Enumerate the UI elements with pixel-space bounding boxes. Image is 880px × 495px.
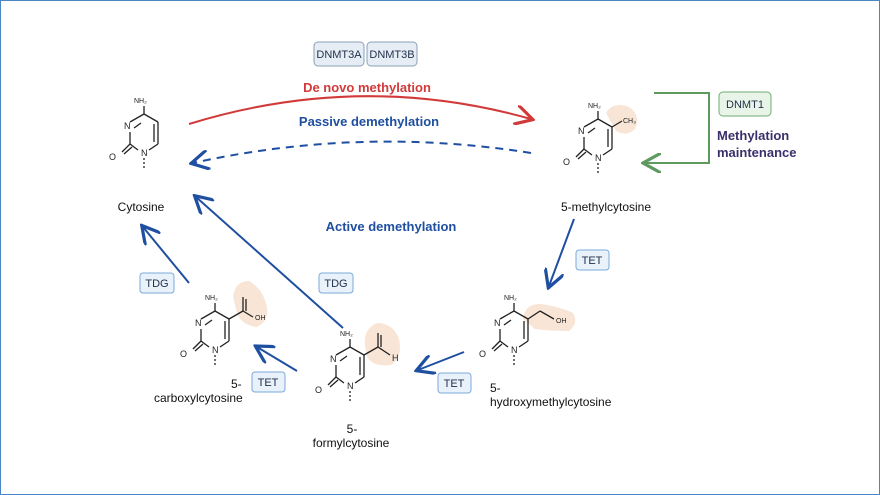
oxygen-label: O [479, 349, 486, 359]
tet-label-1: TET [582, 255, 603, 267]
hydroxymethyl-highlight [523, 303, 576, 331]
methyl-label: CH₃ [623, 118, 636, 125]
tdg-badge-1: TDG [139, 272, 175, 294]
formylcytosine-label-line1: 5- [347, 422, 358, 436]
tdg-arrow-from-cac [143, 227, 190, 284]
passive-demethylation-label: Passive demethylation [299, 114, 439, 129]
oxygen-label: O [109, 152, 116, 162]
methylcytosine-label: 5-methylcytosine [561, 200, 651, 214]
tet-badge-2: TET [437, 372, 472, 394]
n1-label: N [141, 148, 148, 158]
carboxylcytosine-label-line2: carboxylcytosine [154, 391, 243, 405]
n3-label: N [330, 354, 337, 364]
de-novo-methylation-label: De novo methylation [303, 80, 431, 95]
cytosine-label: Cytosine [118, 200, 165, 214]
amine-label: NH₂ [504, 295, 517, 302]
active-demethylation-label: Active demethylation [326, 219, 457, 234]
n1-label: N [347, 381, 354, 391]
dnmt1-badge: DNMT1 [718, 91, 772, 117]
tet-arrow-to-fc [418, 351, 465, 370]
hydroxymethylcytosine-label-line2: hydroxymethylcytosine [490, 395, 612, 409]
oxygen-label: O [315, 385, 322, 395]
n3-label: N [195, 318, 202, 328]
n3-label: N [494, 318, 501, 328]
carboxylcytosine-label-line1: 5- [231, 377, 242, 391]
carboxylcytosine-structure: NH₂ OH N N O [180, 295, 266, 367]
maintenance-arrow [645, 92, 710, 163]
hydroxymethylcytosine-structure: NH₂ OH N N O [479, 295, 567, 367]
cytosine-structure: NH₂ N N O [109, 98, 159, 170]
de-novo-arrow [188, 95, 531, 124]
dnmt3b-badge: DNMT3B [366, 41, 418, 67]
maintenance-label-line2: maintenance [717, 145, 796, 160]
dnmt3a-label: DNMT3A [316, 49, 362, 61]
tdg-label-1: TDG [145, 278, 168, 290]
passive-demethylation-arrow [193, 140, 532, 163]
dnmt3b-label: DNMT3B [369, 49, 414, 61]
amine-label: NH₂ [134, 98, 147, 105]
tet-badge-1: TET [575, 249, 610, 271]
dnmt1-label: DNMT1 [726, 99, 764, 111]
tdg-badge-2: TDG [318, 272, 354, 294]
maintenance-label-line1: Methylation [717, 128, 789, 143]
oxygen-label: O [180, 349, 187, 359]
tdg-arrow-from-fc [196, 197, 344, 329]
dnmt3a-badge: DNMT3A [313, 41, 365, 67]
formylcytosine-structure: NH₂ H N N O [315, 331, 399, 403]
n1-label: N [511, 345, 518, 355]
n1-label: N [212, 345, 219, 355]
carboxyl-oh-label: OH [255, 315, 266, 322]
tet-arrow-to-cac [257, 347, 298, 372]
amine-label: NH₂ [205, 295, 218, 302]
formyl-highlight [364, 323, 400, 366]
n1-label: N [595, 153, 602, 163]
amine-label: NH₂ [588, 103, 601, 110]
formylcytosine-label-line2: formylcytosine [313, 436, 390, 450]
aldehyde-h-label: H [392, 353, 399, 363]
hydroxymethylcytosine-label-line1: 5- [490, 381, 501, 395]
tet-label-3: TET [258, 377, 279, 389]
tdg-label-2: TDG [324, 278, 347, 290]
n3-label: N [578, 126, 585, 136]
carboxyl-highlight [233, 281, 268, 327]
hydroxyl-label: OH [556, 318, 567, 325]
tet-badge-3: TET [251, 371, 286, 393]
methylcytosine-structure: NH₂ CH₃ N N O [563, 103, 636, 175]
oxygen-label: O [563, 157, 570, 167]
tet-label-2: TET [444, 378, 465, 390]
tet-arrow-to-hmc [549, 218, 575, 286]
amine-label: NH₂ [340, 331, 353, 338]
n3-label: N [124, 121, 131, 131]
